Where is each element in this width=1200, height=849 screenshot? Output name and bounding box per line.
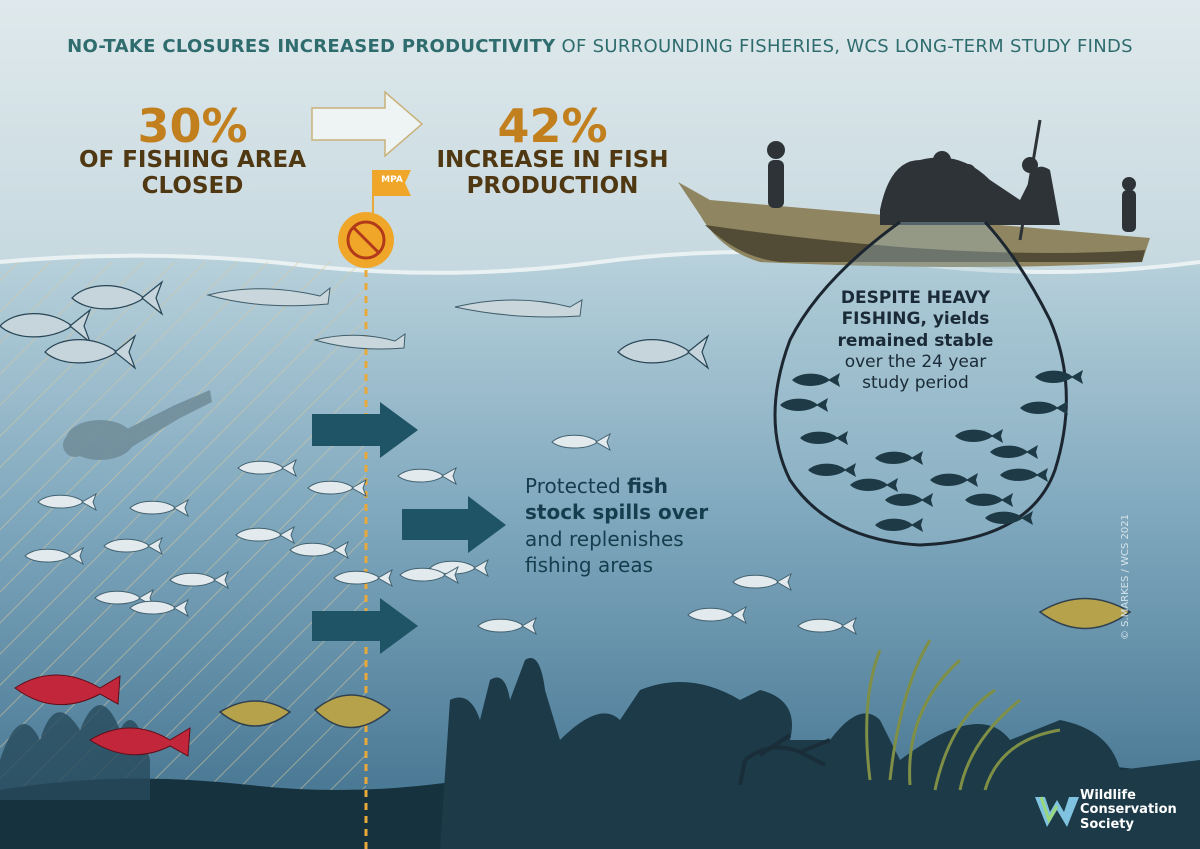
spillover-line1-bold: fish [627, 474, 669, 498]
spillover-arrow-top [312, 402, 418, 458]
mpa-flag-label: MPA [381, 175, 403, 185]
spillover-caption: Protected fish stock spills over and rep… [525, 473, 785, 579]
spillover-arrow-middle [402, 496, 506, 553]
triggerfish [218, 597, 1132, 729]
boat-hull-shadow [705, 225, 1145, 262]
image-credit: © S.MARKES / WCS 2021 [1120, 514, 1131, 640]
lobster-silhouette [738, 733, 831, 786]
wcs-logo-line3: Society [1080, 816, 1134, 832]
stat-closed-value: 30% [137, 99, 248, 153]
surface-wave [0, 250, 1200, 275]
spillover-line4: fishing areas [525, 553, 653, 578]
net-caption-line1: DESPITE HEAVY [840, 288, 991, 308]
net-caption-line2: FISHING, yields [841, 309, 990, 330]
spillover-line3: and replenishes [525, 526, 684, 551]
seagrass [865, 639, 1061, 791]
fishermen-silhouettes [767, 119, 1136, 241]
headline-rest: OF SURROUNDING FISHERIES, WCS LONG-TERM … [555, 36, 1133, 57]
diver-silhouette [63, 390, 212, 460]
spillover-line1-prefix: Protected [525, 474, 628, 498]
mpa-flag [373, 170, 411, 196]
reef-silhouette [440, 658, 1200, 849]
stat-increase-value: 42% [497, 99, 608, 153]
net-caption-line3: remained stable [837, 330, 994, 351]
wcs-logo-line2: Conservation [1080, 802, 1177, 818]
spillover-line1: Protected fish [525, 473, 785, 499]
spillover-line2: stock spills over [525, 500, 709, 525]
stat-closed-label-line1: OF FISHING AREA [78, 147, 307, 173]
no-fishing-icon [346, 220, 386, 260]
net-caption-line4: over the 24 year [844, 351, 987, 372]
wcs-logo-text: Wildlife Conservation Society [1080, 788, 1190, 832]
wcs-logo-mark [1035, 796, 1079, 827]
fishing-net [773, 220, 1068, 547]
wcs-logo-line1: Wildlife [1080, 788, 1136, 803]
left-coral [0, 705, 150, 800]
stat-closed-label-line2: CLOSED [141, 172, 244, 199]
stat-increase-label-line2: PRODUCTION [466, 172, 639, 199]
stat-increase-label: INCREASE IN FISH PRODUCTION [400, 147, 705, 200]
no-fishing-slash [351, 225, 381, 255]
stat-closed-label: OF FISHING AREA CLOSED [55, 147, 330, 200]
headline: NO-TAKE CLOSURES INCREASED PRODUCTIVITY … [0, 36, 1200, 57]
red-parrotfish [14, 674, 191, 757]
net-caption-line5: study period [862, 373, 969, 393]
stat-increase-label-line1: INCREASE IN FISH [436, 147, 669, 173]
barracuda-fish [206, 286, 583, 350]
net-caption: DESPITE HEAVY FISHING, yields remained s… [808, 288, 1023, 394]
spillover-arrow-bottom [312, 598, 418, 654]
increase-arrow [311, 90, 424, 158]
headline-emphasis: NO-TAKE CLOSURES INCREASED PRODUCTIVITY [67, 36, 556, 57]
